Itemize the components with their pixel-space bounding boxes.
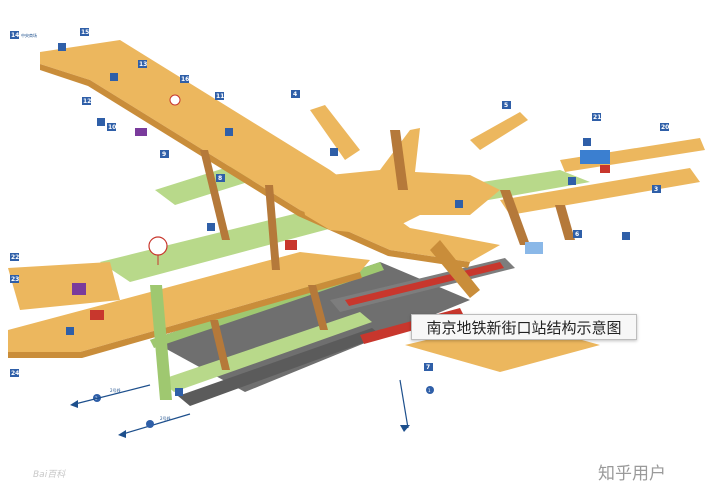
exit-badges: 14 中央商场 15 13 12 16 11	[10, 28, 669, 402]
svg-text:4: 4	[293, 91, 297, 98]
exit-24-badge: 24	[10, 369, 19, 377]
direction-arrow-west-1: 2号线	[70, 384, 151, 408]
location-pin-icon	[148, 236, 168, 265]
service-block-blue	[580, 150, 610, 164]
block-west	[8, 262, 120, 310]
exit-16-badge: 16	[180, 75, 189, 83]
svg-text:22: 22	[11, 254, 19, 261]
arm-east	[500, 168, 700, 215]
concourse-diagonal	[40, 40, 500, 262]
svg-text:16: 16	[181, 76, 189, 83]
svg-text:5: 5	[504, 102, 508, 109]
exit-5-badge: 5	[502, 101, 511, 109]
exit-4-badge: 4	[291, 90, 300, 98]
elevator-icon	[207, 223, 215, 231]
toilet-icon	[66, 327, 74, 335]
escalator-icon	[330, 148, 338, 156]
exit-10-badge: 10	[107, 123, 116, 131]
svg-text:12: 12	[83, 98, 91, 105]
service-center-icon	[568, 177, 576, 185]
exit-15-badge: 15	[80, 28, 89, 36]
exit-6-badge: 6	[573, 230, 582, 238]
svg-text:6: 6	[575, 231, 579, 238]
svg-text:23: 23	[11, 276, 19, 283]
service-block-purple	[72, 283, 86, 295]
exit-1-badge: 1	[426, 386, 434, 394]
service-block-red	[90, 310, 104, 320]
elevator-icon	[583, 138, 591, 146]
facility-icons	[58, 43, 630, 396]
toilet-icon	[58, 43, 66, 51]
toilet-icon	[97, 118, 105, 126]
zhihu-watermark: 知乎用户	[598, 464, 666, 484]
direction-arrow-south-east	[399, 379, 410, 432]
exit-3-badge: 3	[652, 185, 661, 193]
service-block-purple-2	[135, 128, 147, 136]
svg-text:11: 11	[216, 93, 224, 100]
exit-12-badge: 12	[82, 97, 91, 105]
concourse-lower-left	[8, 252, 370, 352]
service-block-red-3	[600, 165, 610, 173]
elevator-icon	[175, 388, 183, 396]
exit-20-badge: 20	[660, 123, 669, 131]
svg-text:24: 24	[11, 370, 19, 377]
toilet-icon	[622, 232, 630, 240]
map-caption: 南京地铁新街口站结构示意图	[411, 314, 637, 340]
ticket-machine-icon	[110, 73, 118, 81]
exit-22-badge: 22	[10, 253, 19, 261]
svg-text:15: 15	[81, 29, 89, 36]
svg-text:9: 9	[162, 151, 166, 158]
location-pin-icon	[169, 94, 181, 106]
columns	[200, 130, 575, 370]
platform-left	[100, 210, 340, 282]
exit-8-badge: 8	[216, 174, 225, 182]
line2-track-lower	[178, 328, 382, 406]
arm-north-east	[470, 112, 528, 150]
ticket-machine-icon	[225, 128, 233, 136]
svg-text:14: 14	[11, 32, 19, 39]
exit-13-badge: 13	[138, 60, 147, 68]
svg-text:8: 8	[218, 175, 222, 182]
exit-9-badge: 9	[160, 150, 169, 158]
exit-23-badge: 23	[10, 275, 19, 283]
svg-text:21: 21	[593, 114, 601, 121]
svg-text:20: 20	[661, 124, 669, 131]
exit-21-badge: 21	[592, 113, 601, 121]
svg-text:2号线: 2号线	[160, 415, 171, 421]
green-column	[150, 285, 172, 400]
line2-platform	[160, 312, 372, 392]
svg-text:2号线: 2号线	[110, 387, 121, 393]
exit-14-badge: 14 中央商场	[10, 31, 37, 39]
arm-north-west	[310, 105, 360, 160]
svg-text:7: 7	[426, 364, 430, 371]
direction-arrow-west-2: 2号线	[118, 413, 191, 438]
ticket-machine-icon	[455, 200, 463, 208]
svg-text:10: 10	[108, 124, 116, 131]
svg-text:13: 13	[139, 61, 147, 68]
service-block-red-2	[285, 240, 297, 250]
svg-text:1: 1	[428, 388, 431, 393]
exit-7-badge: 7	[424, 363, 433, 371]
baike-logo: Bai百科	[33, 470, 66, 480]
svg-text:中央商场: 中央商场	[21, 32, 37, 38]
svg-text:3: 3	[654, 186, 658, 193]
arm-south	[430, 240, 480, 298]
exit-11-badge: 11	[215, 92, 224, 100]
service-block-lightblue	[525, 242, 543, 254]
